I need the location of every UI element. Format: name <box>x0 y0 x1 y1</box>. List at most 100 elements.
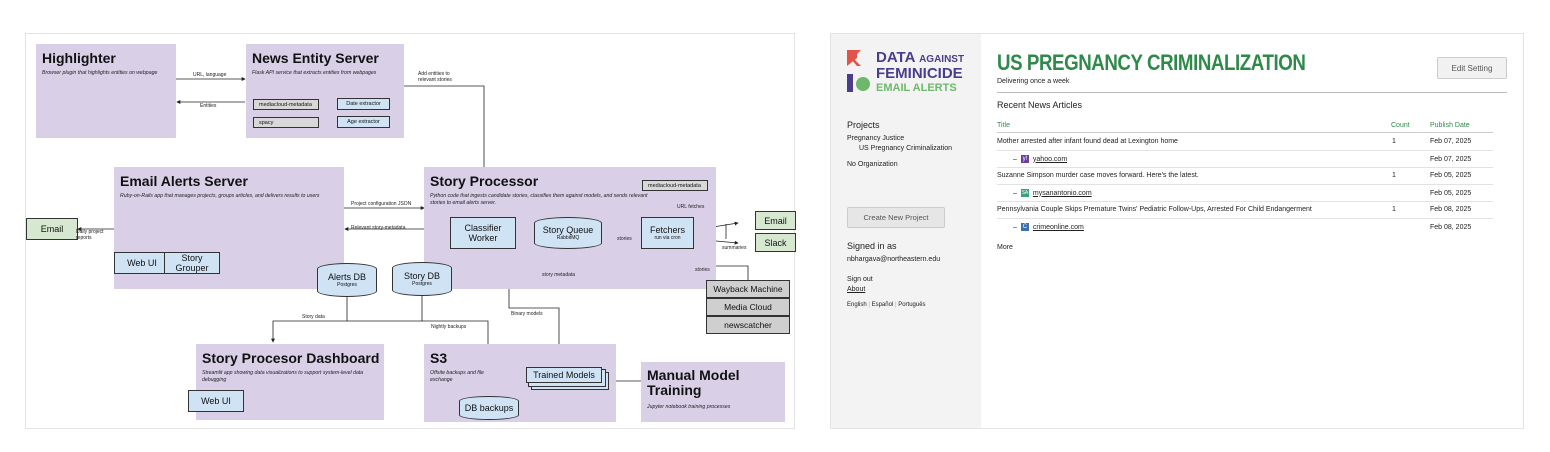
article-date: Feb 05, 2025 <box>1430 172 1472 179</box>
alerts-db-label: Alerts DB <box>327 272 366 282</box>
lang-english[interactable]: English <box>847 302 867 308</box>
language-switcher: English | Español | Português <box>847 302 926 308</box>
label-entities: Entities <box>200 103 217 109</box>
email-destination-right: Email <box>755 211 796 230</box>
source-mediacloud: Media Cloud <box>706 298 790 316</box>
article-title[interactable]: Mother arrested after infant found dead … <box>997 138 1178 145</box>
age-extractor: Age extractor <box>337 116 390 128</box>
dashboard-box: Story Procesor Dashboard Streamlit app s… <box>188 344 384 420</box>
row-divider <box>997 167 1493 168</box>
email-destination-left: Email <box>26 218 78 240</box>
source-link[interactable]: mysanantonio.com <box>1032 189 1092 197</box>
slack-label: Slack <box>764 237 787 248</box>
label-stories-queue: stories <box>617 236 632 242</box>
story-grouper-label: Story Grouper <box>175 253 209 273</box>
article-count: 1 <box>1392 138 1396 145</box>
row-divider <box>997 201 1493 202</box>
dashboard-web-ui: Web UI <box>188 390 244 412</box>
story-grouper: Story Grouper <box>164 252 220 274</box>
date-extractor: Date extractor <box>337 98 390 110</box>
label-stories-sources: stories <box>695 267 710 273</box>
source-newscatcher: newscatcher <box>706 316 790 334</box>
edit-setting-button[interactable]: Edit Setting <box>1437 57 1507 79</box>
article-source[interactable]: – y! yahoo.com <box>1013 155 1067 163</box>
fetchers-label: Fetchers <box>649 225 685 235</box>
source-link[interactable]: yahoo.com <box>1032 155 1068 163</box>
age-extractor-label: Age extractor <box>347 119 380 125</box>
mediacloud-metadata-tag: mediacloud-metadata <box>253 99 319 110</box>
web-ui-label: Web UI <box>127 258 157 268</box>
email-alerts-desc: Ruby-on-Rails app that manages projects,… <box>120 193 320 199</box>
lang-portugues[interactable]: Português <box>898 302 926 308</box>
source-link[interactable]: crimeonline.com <box>1032 223 1084 231</box>
col-publish-date: Publish Date <box>1430 122 1470 129</box>
classifier-worker-label: Classifier Worker <box>464 223 502 243</box>
header-row-line <box>997 132 1493 133</box>
spacy-tag: spacy <box>253 117 319 128</box>
highlighter-title: Highlighter <box>42 50 116 66</box>
mediacloud-label: Media Cloud <box>724 302 772 312</box>
db-backups: DB backups <box>459 396 519 420</box>
header-divider <box>997 92 1507 93</box>
article-title[interactable]: Pennsylvania Couple Skips Premature Twin… <box>997 206 1312 213</box>
label-project-config: Project configuration JSON <box>351 201 412 207</box>
sign-out-link[interactable]: Sign out <box>847 276 873 283</box>
news-entity-title: News Entity Server <box>252 50 379 66</box>
story-processor-box: Story Processor Python code that ingests… <box>424 167 716 289</box>
email-alerts-app: DATA AGAINST FEMINICIDE EMAIL ALERTS Pro… <box>830 33 1524 429</box>
page-title: US PREGNANCY CRIMINALIZATION <box>997 50 1306 75</box>
rabbitmq-label: RabbitMQ <box>556 235 580 241</box>
dashboard-desc: Streamlit app showing data visualization… <box>202 370 364 383</box>
fetchers-sub-label: run via cron <box>654 235 681 241</box>
highlighter-box: Highlighter Browser plugin that highligh… <box>36 44 176 138</box>
article-source[interactable]: – SA mysanantonio.com <box>1013 189 1092 197</box>
article-title[interactable]: Suzanne Simpson murder case moves forwar… <box>997 172 1199 179</box>
label-url-language: URL, language <box>193 72 227 78</box>
label-relevant-meta: Relevant story-metadata <box>351 225 406 231</box>
org-name: Pregnancy Justice <box>847 135 905 142</box>
logo-feminicide: FEMINICIDE <box>876 65 963 82</box>
dashboard-web-ui-label: Web UI <box>201 396 231 406</box>
recent-articles-heading: Recent News Articles <box>997 100 1083 110</box>
yahoo-icon: y! <box>1020 155 1029 163</box>
alerts-db-sub: Postgres <box>337 282 357 288</box>
db-backups-label: DB backups <box>464 403 514 413</box>
col-title: Title <box>997 122 1010 129</box>
about-link[interactable]: About <box>847 286 866 293</box>
story-db-sub: Postgres <box>412 281 432 287</box>
logo-against: AGAINST <box>919 54 965 65</box>
project-link[interactable]: US Pregnancy Criminalization <box>859 145 952 152</box>
lang-sep-2: | <box>894 302 897 308</box>
source-bullet: – <box>1013 189 1017 197</box>
manual-training-box: Manual Model Training Jupyter notebook t… <box>641 362 785 422</box>
article-source[interactable]: – C crimeonline.com <box>1013 223 1084 231</box>
row-divider <box>997 218 1493 219</box>
source-date: Feb 05, 2025 <box>1430 190 1472 197</box>
label-nightly-backups: Nightly backups <box>431 324 467 330</box>
email-alerts-title: Email Alerts Server <box>120 173 248 189</box>
create-new-project-button[interactable]: Create New Project <box>847 207 945 228</box>
projects-heading: Projects <box>847 120 880 130</box>
email-left-label: Email <box>40 224 64 234</box>
dafe-logo-icon <box>847 50 870 92</box>
signed-in-heading: Signed in as <box>847 241 897 251</box>
news-entity-desc: Flask API service that extracts entities… <box>252 70 377 76</box>
article-count: 1 <box>1392 172 1396 179</box>
s3-title: S3 <box>430 350 448 366</box>
s3-desc: Offsite backups and file exchange <box>430 370 484 383</box>
more-link[interactable]: More <box>997 244 1013 251</box>
story-processor-desc: Python code that ingests candidate stori… <box>430 193 648 206</box>
email-alerts-web-ui: Web UI <box>114 252 170 274</box>
label-story-metadata: story metadata <box>542 272 576 278</box>
manual-training-title: Manual Model Training <box>647 367 740 398</box>
lang-espanol[interactable]: Español <box>871 302 894 308</box>
user-email: nbhargava@northeastern.edu <box>847 256 941 263</box>
manual-training-desc: Jupyter notebook training processes <box>647 404 731 410</box>
article-count: 1 <box>1392 206 1396 213</box>
sidebar: DATA AGAINST FEMINICIDE EMAIL ALERTS Pro… <box>831 34 981 428</box>
logo-email-alerts: EMAIL ALERTS <box>876 82 957 94</box>
newscatcher-label: newscatcher <box>724 320 772 330</box>
trained-models: Trained Models <box>526 367 602 383</box>
email-alerts-server-box: Email Alerts Server Ruby-on-Rails app th… <box>114 167 344 289</box>
